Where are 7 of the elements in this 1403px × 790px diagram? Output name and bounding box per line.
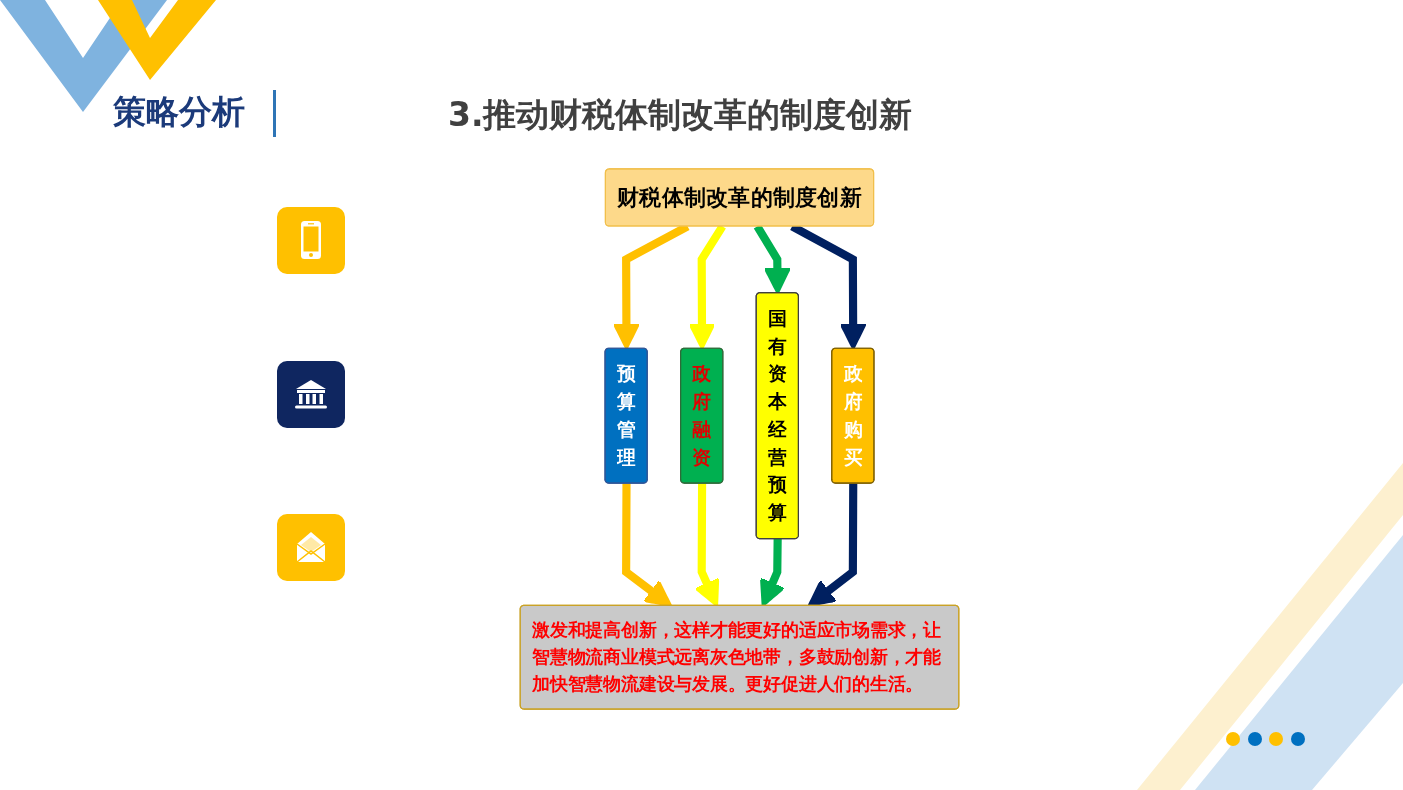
arrow xyxy=(694,483,720,607)
arrow xyxy=(688,224,726,350)
slide-title: 3.推动财税体制改革的制度创新 xyxy=(448,94,913,136)
arrow xyxy=(807,483,858,607)
arrow xyxy=(760,539,786,607)
section-heading: 策略分析 xyxy=(113,91,245,133)
arrow xyxy=(622,483,673,607)
